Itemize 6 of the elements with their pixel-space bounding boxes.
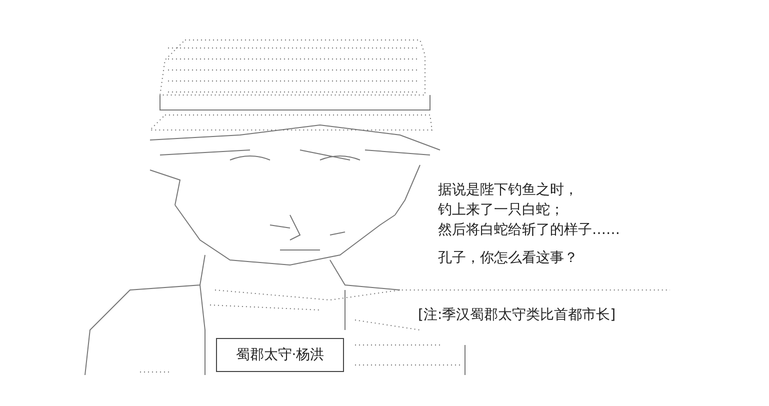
dialogue-text: 钓上来了一只白蛇； xyxy=(438,201,564,220)
name-plate: 蜀郡太守·杨洪 xyxy=(216,338,344,372)
dialogue-text: 然后将白蛇给斩了的样子…… xyxy=(438,221,620,240)
note-text: [注:季汉蜀郡太守类比首都市长] xyxy=(418,306,616,325)
dialogue-text: 孔子，你怎么看这事？ xyxy=(438,249,578,268)
dialogue-text: 据说是陛下钓鱼之时， xyxy=(438,181,578,200)
